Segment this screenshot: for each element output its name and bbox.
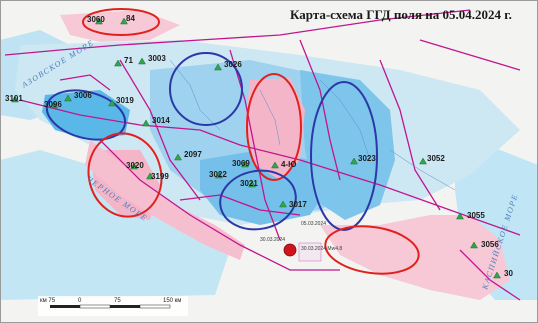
event-label: 30.03.2024 Mw4.8 (301, 246, 342, 252)
station-label: 3055 (467, 211, 485, 220)
station-label: 3056 (481, 240, 499, 249)
station-label: 3052 (427, 154, 445, 163)
river (259, 89, 281, 146)
scale-label: 0 (78, 298, 82, 304)
epicenter-label-box (298, 242, 322, 262)
epicenter-marker (283, 242, 322, 262)
event-label: 30.03.2024 (260, 237, 285, 243)
station-marker-icon (241, 160, 249, 168)
highlight-ellipses (45, 8, 420, 275)
station-label: 3096 (44, 100, 62, 109)
station-label: 71 (124, 56, 133, 65)
red-highlight-ellipse (246, 73, 302, 181)
red-highlight-ellipse (324, 225, 420, 275)
station-marker-icon (142, 119, 150, 127)
fault-line (4, 9, 471, 56)
high-anomaly-field-northwest (60, 10, 180, 42)
scale-segment-light (139, 304, 171, 309)
scale-segment-dark (110, 305, 140, 308)
coastal-strip (85, 140, 245, 260)
fault-line (419, 39, 521, 71)
red-highlight-ellipse (87, 132, 163, 218)
station-marker-icon (11, 95, 19, 103)
station-label: 3060 (87, 15, 105, 24)
station-label: 3019 (116, 96, 134, 105)
fault-line (459, 249, 521, 301)
scale-label: 75 (114, 298, 121, 304)
station-label: 3017 (289, 200, 307, 209)
high-anomaly-field-southeast (320, 215, 510, 300)
station-marker-icon (215, 171, 223, 179)
station-label: 3199 (151, 172, 169, 181)
station-marker-icon (138, 57, 146, 65)
blue-highlight-ellipse (310, 81, 378, 231)
event-label: 05.03.2024 (301, 221, 326, 227)
fault-line (119, 59, 201, 201)
station-marker-icon (120, 17, 128, 25)
station-marker-icon (130, 162, 138, 170)
station-marker-icon (50, 101, 58, 109)
station-label: 3006 (74, 91, 92, 100)
station-label: 3069 (232, 159, 250, 168)
station-label: 3026 (224, 60, 242, 69)
station-label: 3021 (240, 179, 258, 188)
station-label: 2097 (184, 150, 202, 159)
station-label: 3020 (126, 161, 144, 170)
station-marker-icon (146, 172, 154, 180)
scale-label: 150 км (163, 298, 181, 304)
station-marker-icon (95, 17, 103, 25)
station-marker-icon (114, 59, 122, 67)
station-label: 3003 (148, 54, 166, 63)
fault-lines (4, 9, 521, 301)
station-marker-icon (493, 271, 501, 279)
station-marker-icon (470, 241, 478, 249)
red-highlight-ellipse (82, 8, 160, 36)
stations: 3060 84 71 3003 3101 3006 3096 3019 3014 3020 2097… (5, 14, 513, 279)
station-label: 3023 (358, 154, 376, 163)
station-label: 3014 (152, 116, 170, 125)
blue-highlight-ellipse (169, 52, 243, 126)
low-anomaly-field-deep (200, 150, 330, 225)
scale-bar: км 75 0 75 150 км (38, 296, 188, 316)
blue-highlight-ellipse (45, 89, 127, 141)
fault-line (299, 39, 341, 181)
scale-label: км 75 (40, 298, 56, 304)
map-title: Карта-схема ГГД поля на 05.04.2024 г. (290, 7, 512, 22)
station-marker-icon (248, 180, 256, 188)
station-label: 3022 (209, 170, 227, 179)
scale-segment-light (79, 304, 111, 309)
scale-segment-dark (50, 305, 80, 308)
fault-line (99, 139, 340, 271)
fault-line (59, 74, 111, 91)
station-marker-icon (108, 99, 116, 107)
station-marker-icon (174, 153, 182, 161)
blue-highlight-ellipse (219, 169, 297, 231)
river (169, 59, 221, 131)
fault-line (229, 49, 281, 241)
river (389, 149, 456, 191)
station-marker-icon (214, 63, 222, 71)
low-anomaly-field-west (42, 90, 130, 140)
station-label: 84 (126, 14, 135, 23)
fault-line (19, 99, 521, 236)
station-marker-icon (279, 200, 287, 208)
station-marker-icon (456, 212, 464, 220)
station-marker-icon (419, 157, 427, 165)
station-label: 3101 (5, 94, 23, 103)
high-anomaly-field-center (245, 78, 305, 180)
black-sea-area (0, 150, 230, 300)
fault-line (179, 194, 301, 216)
fault-line (379, 59, 441, 211)
station-marker-icon (271, 161, 279, 169)
station-label: 4-Ю (281, 160, 296, 169)
station-marker-icon (350, 157, 358, 165)
epicenter-dot (283, 243, 297, 257)
station-marker-icon (64, 94, 72, 102)
station-label: 30 (504, 269, 513, 278)
